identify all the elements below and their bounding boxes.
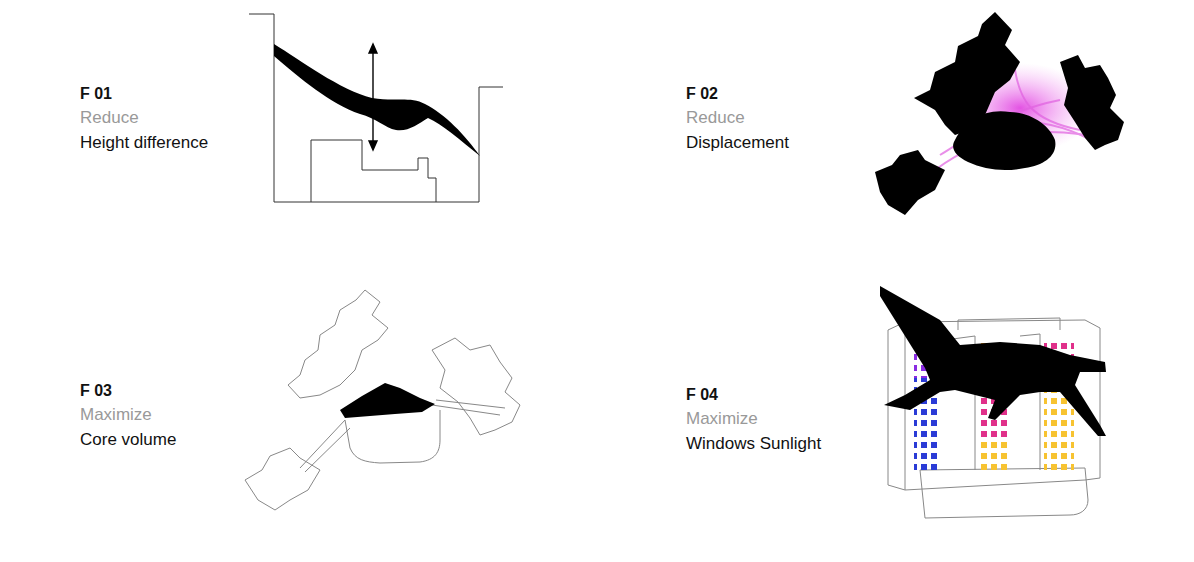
- ground-steps: [311, 140, 436, 202]
- core-section: [274, 44, 480, 156]
- height-arrow: [369, 44, 377, 150]
- section-drawing: [249, 14, 503, 202]
- podium-outline: [345, 410, 440, 463]
- building-block: [875, 150, 945, 215]
- figure-code: F 02: [686, 84, 718, 104]
- figure-code: F 01: [80, 84, 112, 104]
- core-plan: [953, 111, 1055, 170]
- figure-code: F 03: [80, 381, 112, 401]
- objective-verb: Maximize: [80, 405, 152, 425]
- core-volume-drawing: [245, 290, 520, 510]
- building-outline: [432, 338, 520, 435]
- building-outline: [245, 448, 320, 510]
- objective-verb: Reduce: [686, 108, 745, 128]
- objective-name: Height difference: [80, 133, 208, 153]
- displacement-plan: [875, 12, 1124, 215]
- building-outline: [288, 290, 388, 398]
- objective-name: Displacement: [686, 133, 789, 153]
- podium-outline: [920, 468, 1088, 518]
- objective-verb: Maximize: [686, 409, 758, 429]
- site-outline: [249, 14, 503, 202]
- objective-verb: Reduce: [80, 108, 139, 128]
- core-volume: [340, 383, 435, 418]
- objective-name: Core volume: [80, 430, 176, 450]
- core-tree: [880, 286, 1106, 436]
- objective-name: Windows Sunlight: [686, 434, 821, 454]
- figure-code: F 04: [686, 385, 718, 405]
- building-block: [1060, 55, 1124, 150]
